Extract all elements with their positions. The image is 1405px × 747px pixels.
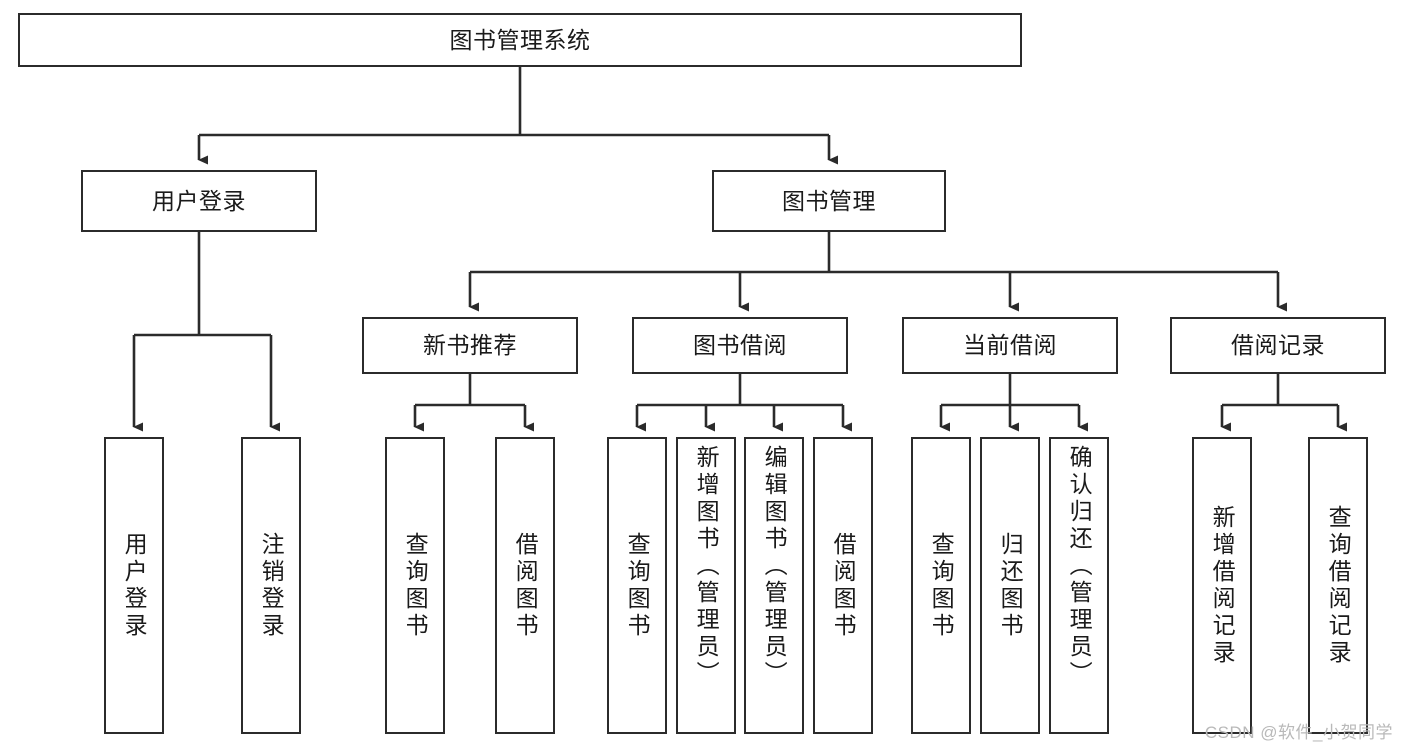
leaf-book-borrow-add-label: 新增图书（管理员）	[693, 445, 720, 688]
leaf-current-borrow-query-label: 查询图书	[928, 531, 955, 640]
leaf-user-login-login[interactable]: 用户登录	[104, 437, 164, 734]
node-book-management-label: 图书管理	[782, 187, 876, 214]
node-book-borrow-label: 图书借阅	[693, 332, 787, 359]
leaf-book-borrow-query-label: 查询图书	[624, 531, 651, 640]
leaf-current-borrow-return-label: 归还图书	[997, 531, 1024, 640]
node-book-management[interactable]: 图书管理	[712, 170, 946, 232]
leaf-new-book-query[interactable]: 查询图书	[385, 437, 445, 734]
node-user-login-label: 用户登录	[152, 187, 246, 214]
node-borrow-record-label: 借阅记录	[1231, 332, 1325, 359]
leaf-borrow-record-add-label: 新增借阅记录	[1209, 504, 1236, 667]
leaf-book-borrow-add[interactable]: 新增图书（管理员）	[676, 437, 736, 734]
node-root-system[interactable]: 图书管理系统	[18, 13, 1022, 67]
leaf-new-book-borrow-label: 借阅图书	[512, 531, 539, 640]
node-root-label: 图书管理系统	[449, 26, 591, 53]
node-book-borrow[interactable]: 图书借阅	[632, 317, 848, 374]
leaf-borrow-record-query[interactable]: 查询借阅记录	[1308, 437, 1368, 734]
node-current-borrow[interactable]: 当前借阅	[902, 317, 1118, 374]
leaf-new-book-query-label: 查询图书	[402, 531, 429, 640]
leaf-user-login-login-label: 用户登录	[121, 531, 148, 640]
leaf-borrow-record-query-label: 查询借阅记录	[1325, 504, 1352, 667]
leaf-user-login-logout-label: 注销登录	[258, 531, 285, 640]
node-new-book-recommend[interactable]: 新书推荐	[362, 317, 578, 374]
leaf-book-borrow-edit[interactable]: 编辑图书（管理员）	[744, 437, 804, 734]
leaf-current-borrow-confirm-label: 确认归还（管理员）	[1066, 445, 1093, 688]
leaf-new-book-borrow[interactable]: 借阅图书	[495, 437, 555, 734]
leaf-book-borrow-borrow[interactable]: 借阅图书	[813, 437, 873, 734]
leaf-current-borrow-return[interactable]: 归还图书	[980, 437, 1040, 734]
leaf-user-login-logout[interactable]: 注销登录	[241, 437, 301, 734]
node-user-login[interactable]: 用户登录	[81, 170, 317, 232]
leaf-current-borrow-query[interactable]: 查询图书	[911, 437, 971, 734]
node-borrow-record[interactable]: 借阅记录	[1170, 317, 1386, 374]
node-current-borrow-label: 当前借阅	[963, 332, 1057, 359]
leaf-book-borrow-query[interactable]: 查询图书	[607, 437, 667, 734]
node-new-book-recommend-label: 新书推荐	[423, 332, 517, 359]
leaf-book-borrow-edit-label: 编辑图书（管理员）	[761, 445, 788, 688]
leaf-current-borrow-confirm[interactable]: 确认归还（管理员）	[1049, 437, 1109, 734]
leaf-book-borrow-borrow-label: 借阅图书	[830, 531, 857, 640]
leaf-borrow-record-add[interactable]: 新增借阅记录	[1192, 437, 1252, 734]
